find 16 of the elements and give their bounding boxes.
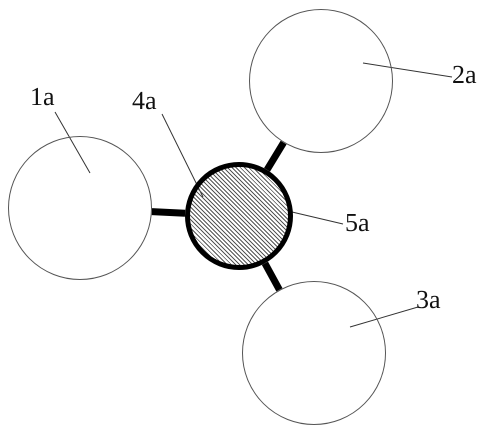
callout-label: 2a <box>452 62 477 88</box>
leader-line <box>362 62 452 78</box>
leader-line <box>54 112 90 174</box>
connecting-bar <box>262 262 282 292</box>
circle <box>8 136 152 280</box>
leader-line <box>162 114 204 198</box>
connecting-bar <box>264 140 287 172</box>
leader-line <box>292 212 344 224</box>
connecting-bar <box>152 208 186 217</box>
circle <box>249 9 393 153</box>
callout-label: 3a <box>416 287 441 313</box>
leader-line <box>350 306 418 328</box>
callout-label: 1a <box>30 84 55 110</box>
circle <box>242 281 386 425</box>
callout-label: 4a <box>132 88 157 114</box>
callout-label: 5a <box>345 210 370 236</box>
